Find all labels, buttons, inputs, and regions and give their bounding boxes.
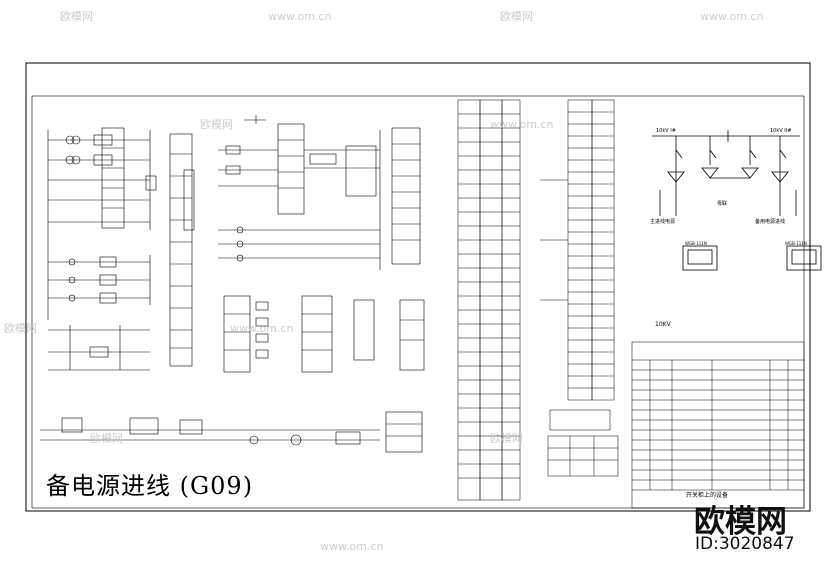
drawing-title: 备电源进线 (G09) (46, 472, 254, 500)
watermark-brand: 欧模网 (4, 322, 37, 335)
watermark-site: www.om.cn (700, 10, 764, 23)
hv-diagram-title: 10KV (655, 321, 671, 328)
left-line-label: 主进线电源 (650, 219, 676, 225)
hv-single-line (652, 130, 822, 271)
sheet-inner-frame (31, 95, 805, 509)
right-line-label: 备用电源进线 (755, 219, 786, 225)
watermark-id: ID:3020847 (695, 534, 795, 554)
watermark-brand: 欧模网 (60, 10, 93, 23)
tie-label: 母联 (717, 201, 728, 207)
right-bus-label: 10kV II# (770, 128, 792, 134)
watermark-brand: 欧模网 (90, 432, 123, 445)
right-meter-label: WGB-111N (785, 241, 807, 246)
control-circuit-left (47, 127, 157, 371)
signal-table (391, 127, 421, 265)
equipment-table (631, 341, 805, 509)
terminal-list-middle (540, 99, 619, 477)
watermark-brand: 欧模网 (490, 432, 523, 445)
watermark-site: www.om.cn (268, 10, 332, 23)
watermark-logo-text: 欧模网 (694, 504, 787, 540)
watermark-site: www.om.cn (490, 118, 554, 131)
watermark-site: www.om.cn (320, 540, 384, 553)
lower-circuit (40, 411, 423, 453)
terminal-list-left (457, 99, 521, 501)
watermark-brand: 欧模网 (200, 118, 233, 131)
watermark-brand: 欧模网 (500, 10, 533, 23)
watermark-site: www.om.cn (230, 322, 294, 335)
aux-relay-blocks (223, 295, 425, 373)
sheet-frame (25, 62, 811, 512)
terminal-strip-1 (169, 133, 195, 367)
equipment-table-caption: 开关柜上的设备 (686, 492, 729, 499)
relay-block (218, 115, 381, 270)
left-bus-label: 10kV I# (656, 128, 676, 134)
left-meter-label: WGB-111N (685, 241, 707, 246)
